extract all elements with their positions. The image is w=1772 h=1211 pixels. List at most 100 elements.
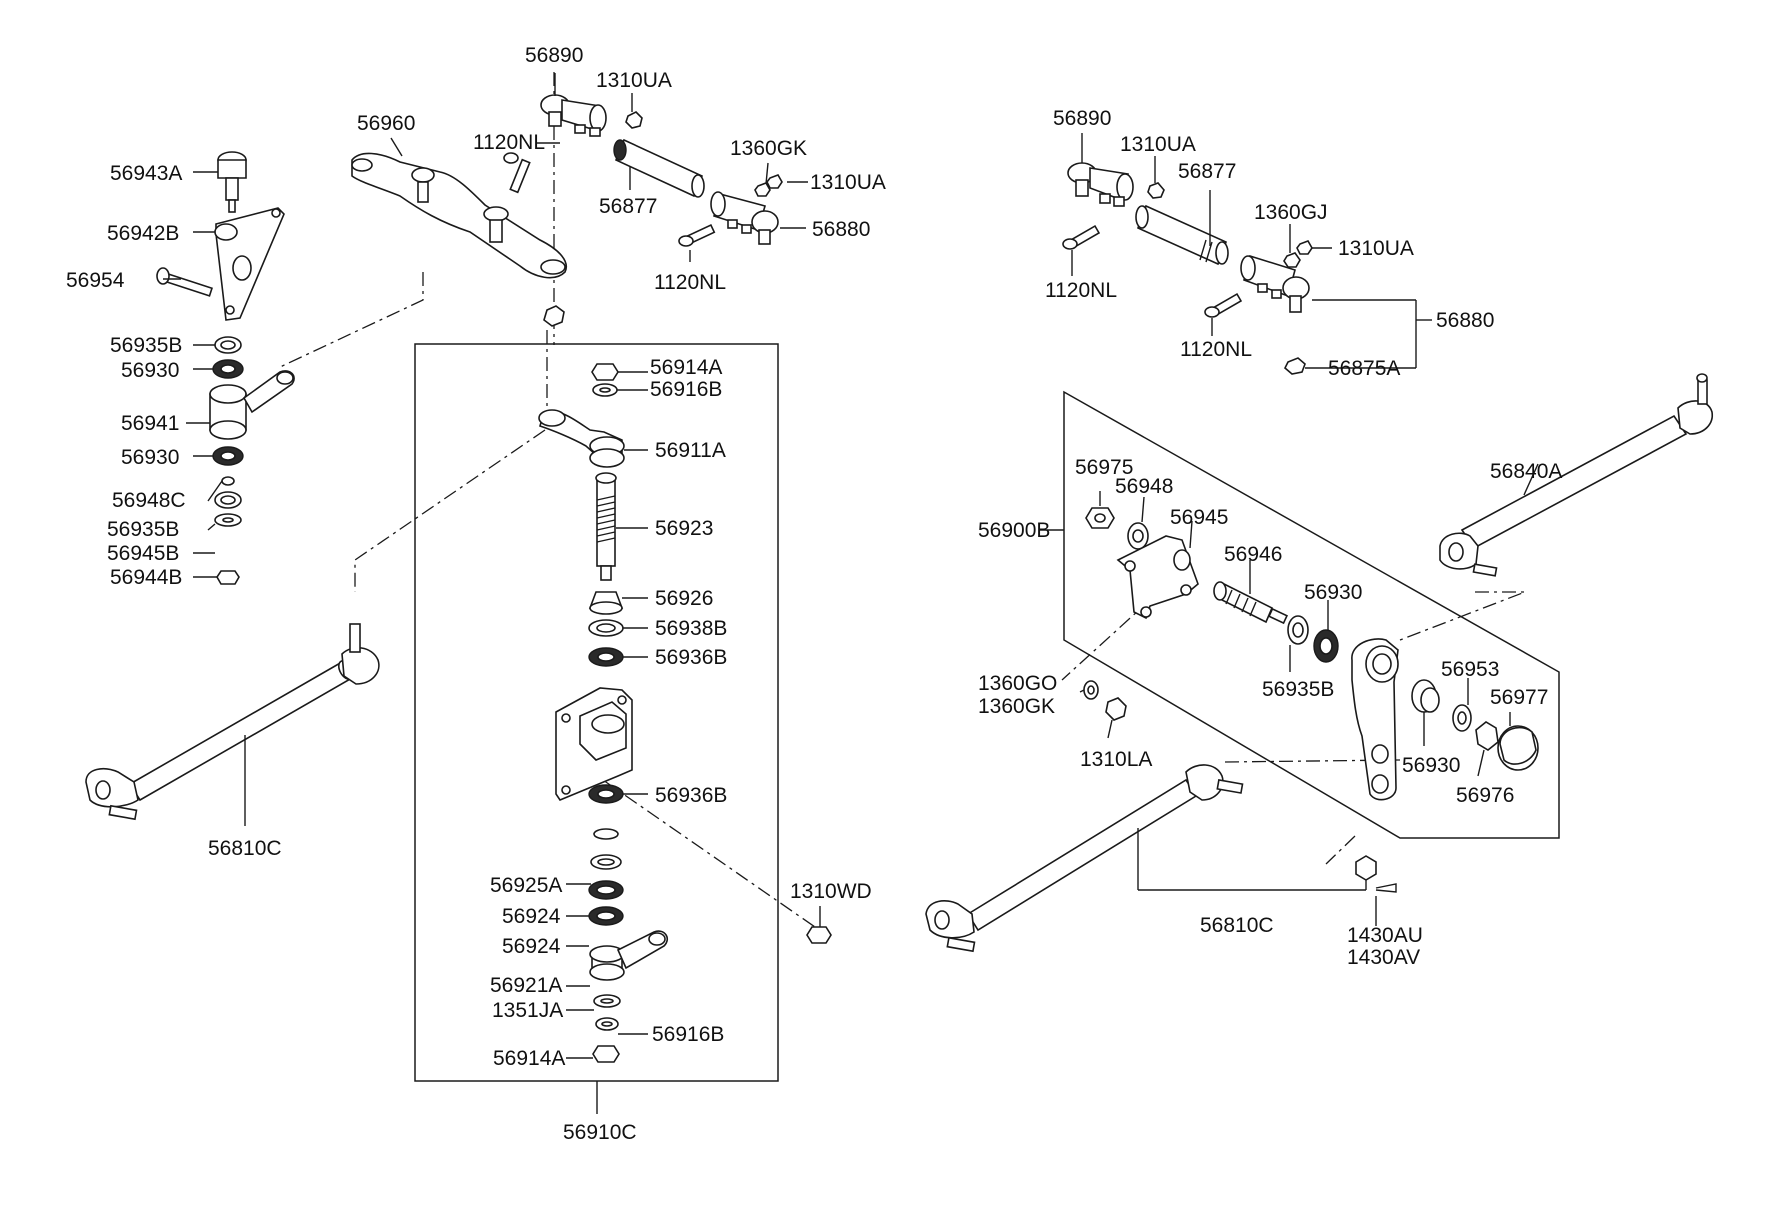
label-56840A: 56840A (1490, 460, 1562, 483)
label-56953: 56953 (1441, 658, 1499, 681)
tie-rod-56810C-left (85, 623, 380, 821)
bracket-56942B (214, 207, 285, 321)
washer-56945B (214, 513, 242, 527)
label-56943A: 56943A (110, 162, 182, 185)
bushing-56935B-b (214, 491, 242, 509)
arm-56921A (589, 930, 669, 981)
label-1120NL-c: 1120NL (1045, 279, 1117, 302)
label-56890-b: 56890 (1053, 107, 1111, 130)
nut-1360GO (1083, 680, 1099, 700)
part-labels: 56890 1310UA 56960 1120NL 56943A 1360GK … (66, 44, 1562, 1144)
label-56910C: 56910C (563, 1121, 637, 1144)
tie-rod-end-56890-top (540, 94, 607, 137)
label-56938B: 56938B (655, 617, 727, 640)
seal-56926 (588, 591, 624, 615)
label-1310LA: 1310LA (1080, 748, 1152, 771)
shaft-56923 (595, 472, 617, 581)
label-56875A: 56875A (1328, 357, 1400, 380)
ring-56948C (221, 476, 235, 486)
label-56890-a: 56890 (525, 44, 583, 67)
label-56911A: 56911A (655, 439, 726, 462)
label-1310UA-c: 1310UA (1120, 133, 1196, 156)
label-1120NL-a: 1120NL (473, 131, 545, 154)
label-56930-b: 56930 (121, 446, 179, 469)
tie-rod-end-56880-right (1240, 254, 1310, 313)
label-56935B-c: 56935B (1262, 678, 1334, 701)
label-56924-a: 56924 (502, 905, 561, 928)
label-56930-c: 56930 (1304, 581, 1362, 604)
label-56941: 56941 (121, 412, 179, 435)
bearing-56936B-a (588, 647, 624, 667)
bushing-56924-a (588, 880, 624, 900)
label-1310UA-d: 1310UA (1338, 237, 1414, 260)
washer-56916B-a (592, 383, 618, 397)
label-56975: 56975 (1075, 456, 1133, 479)
bearing-56936B-b (588, 784, 624, 804)
bolt-56954 (156, 267, 213, 297)
label-1360GK-b: 1360GK (978, 695, 1055, 718)
bearing-56930-c (1313, 629, 1339, 663)
idler-arm-56911A (538, 409, 625, 468)
label-1360GK-a: 1360GK (730, 137, 807, 160)
ring-56938B (588, 619, 624, 637)
nut-56975 (1085, 507, 1115, 529)
bolt-56943A (217, 151, 247, 213)
nut-1310UA-d (1296, 240, 1313, 255)
label-56921A: 56921A (490, 974, 562, 997)
sleeve-56877-top (613, 138, 705, 198)
label-56810C-a: 56810C (208, 837, 282, 860)
label-56914A-b: 56914A (493, 1047, 565, 1070)
bolt-1120NL-right-b (1204, 292, 1243, 318)
nut-1310UA-c (1147, 182, 1165, 199)
washer-56916B-b (595, 1017, 619, 1031)
tie-rod-56810C-right (925, 764, 1244, 953)
nut-56914A-b (592, 1045, 620, 1063)
label-56948C: 56948C (112, 489, 186, 512)
leader-lines (163, 73, 1539, 1114)
label-56923: 56923 (655, 517, 713, 540)
label-56916B-b: 56916B (652, 1023, 724, 1046)
label-56916B-a: 56916B (650, 378, 722, 401)
label-56954: 56954 (66, 269, 125, 292)
label-1430AU: 1430AU (1347, 924, 1423, 947)
tie-rod-end-56890-right (1067, 162, 1134, 207)
nut-1360GJ (1283, 252, 1301, 268)
bearing-56930-d (1411, 679, 1440, 713)
label-56942B: 56942B (107, 222, 179, 245)
label-56877-b: 56877 (1178, 160, 1236, 183)
label-56900B: 56900B (978, 519, 1050, 542)
label-56977: 56977 (1490, 686, 1548, 709)
nut-56914A-a (591, 363, 619, 381)
bearing-56930-b (212, 446, 244, 466)
washer-56953 (1452, 704, 1472, 732)
nut-1310UA-a (625, 111, 643, 129)
shaft-56946 (1213, 581, 1289, 625)
label-56936B-b: 56936B (655, 784, 727, 807)
label-56880-b: 56880 (1436, 309, 1494, 332)
label-1310WD: 1310WD (790, 880, 872, 903)
label-56926: 56926 (655, 587, 713, 610)
label-56935B-b: 56935B (107, 518, 179, 541)
cotter-pin-1430AU (1375, 883, 1397, 893)
tie-rod-56840A (1439, 373, 1714, 577)
label-56930-d: 56930 (1402, 754, 1460, 777)
label-56948: 56948 (1115, 475, 1173, 498)
label-1351JA: 1351JA (492, 999, 563, 1022)
nut-castle-right (1355, 855, 1377, 881)
bolt-1120NL-right (678, 223, 716, 247)
idler-arm-56941 (209, 370, 295, 440)
label-56877-a: 56877 (599, 195, 657, 218)
nut-56875A (1284, 357, 1306, 375)
label-1430AV: 1430AV (1347, 946, 1420, 969)
group-box-56900B (1063, 390, 1560, 839)
nut-1310UA-b (766, 174, 783, 189)
ring-56935B-right (1287, 615, 1309, 645)
label-1120NL-b: 1120NL (654, 271, 726, 294)
cap-56977 (1497, 725, 1539, 771)
label-56936B-a: 56936B (655, 646, 727, 669)
label-56810C-b: 56810C (1200, 914, 1274, 937)
bracket-56945 (1116, 535, 1199, 620)
label-56945: 56945 (1170, 506, 1228, 529)
center-arm-56960 (351, 152, 567, 279)
